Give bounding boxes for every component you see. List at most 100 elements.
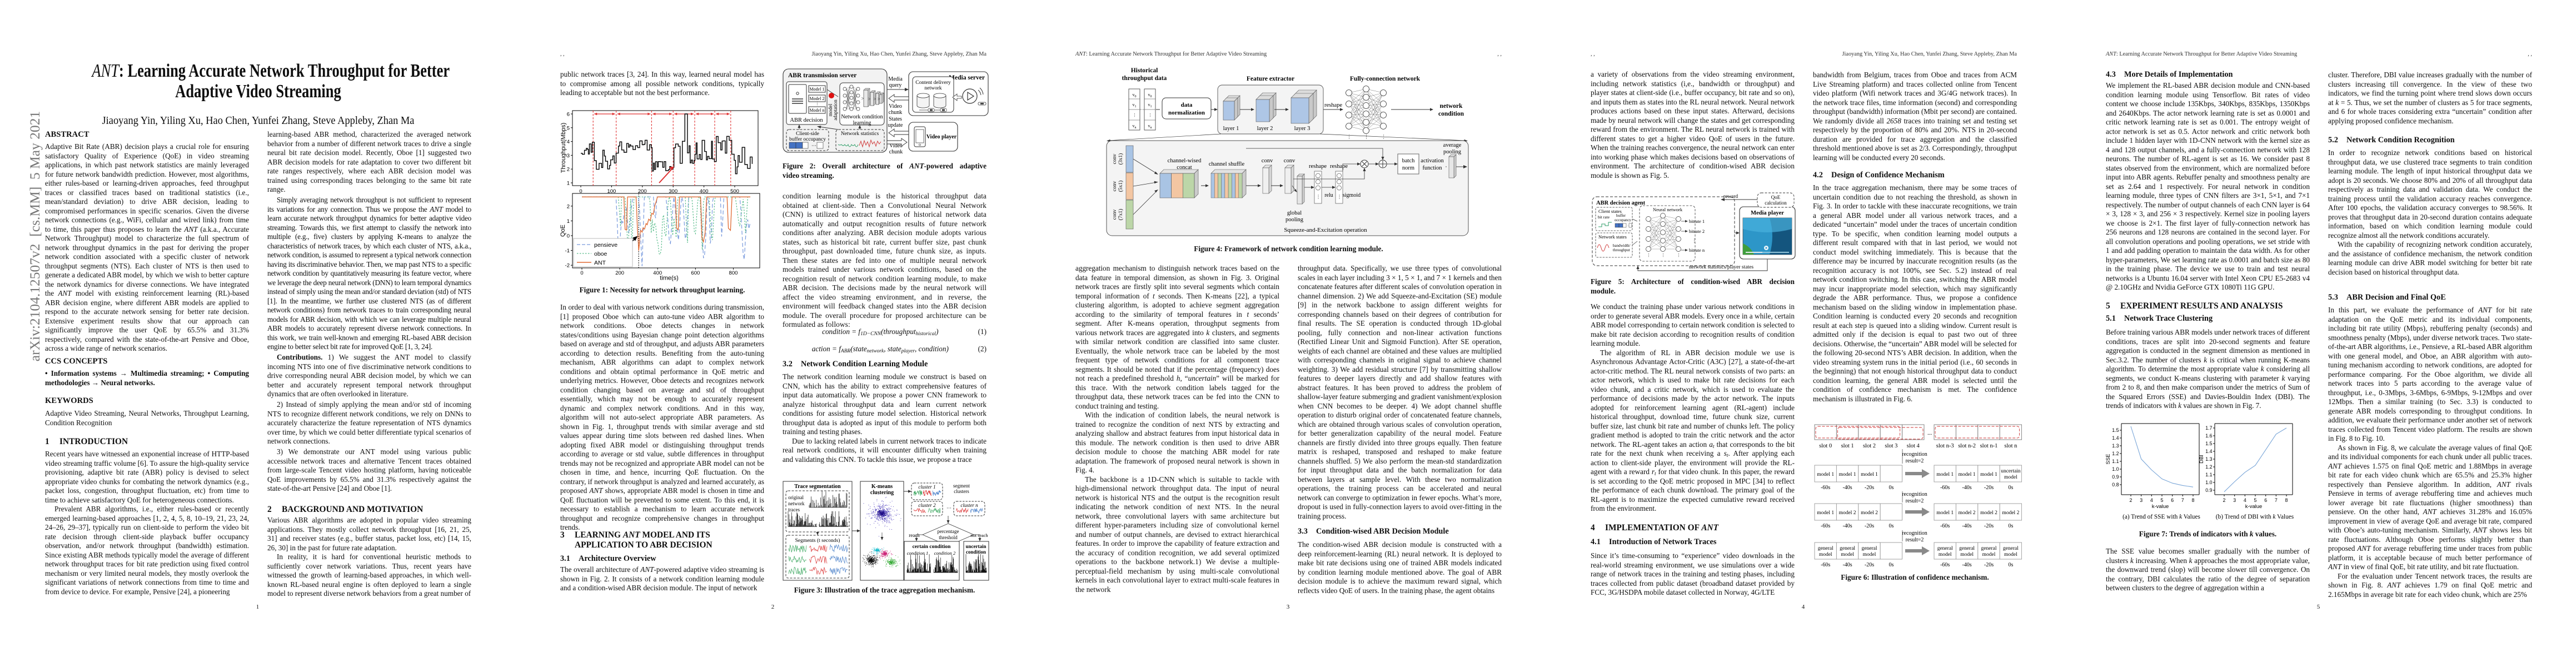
- svg-text:model: model: [1982, 552, 1996, 558]
- svg-text:recognition: recognition: [1902, 530, 1927, 536]
- svg-text:Media server: Media server: [949, 74, 985, 81]
- svg-text:-60s: -60s: [1940, 523, 1950, 529]
- svg-text:1: 1: [567, 218, 570, 225]
- svg-text:SSE: SSE: [2106, 454, 2111, 464]
- svg-text:2: 2: [567, 203, 570, 210]
- svg-text:clusters: clusters: [954, 489, 969, 494]
- svg-text:model: model: [1960, 552, 1974, 558]
- svg-text:…: …: [1677, 253, 1682, 257]
- svg-text:condition: condition: [966, 549, 986, 555]
- svg-text:400: 400: [700, 188, 709, 195]
- svg-text:Content delivery: Content delivery: [915, 80, 951, 86]
- svg-text:reshape: reshape: [1309, 163, 1327, 170]
- svg-text:-20s: -20s: [1984, 485, 1994, 491]
- svg-text:adaptation: adaptation: [833, 99, 838, 121]
- svg-text:general: general: [1818, 546, 1833, 551]
- svg-text:Segments (t seconds): Segments (t seconds): [795, 537, 840, 544]
- svg-text:clustering: clustering: [870, 490, 894, 496]
- svg-text:3: 3: [567, 153, 570, 159]
- svg-text:model 2: model 2: [1861, 510, 1878, 516]
- svg-text:network: network: [924, 86, 941, 91]
- svg-text:Squeeze-and-Excitation operati: Squeeze-and-Excitation operation: [1284, 227, 1367, 233]
- svg-text:reshape: reshape: [1330, 163, 1348, 170]
- svg-text:600: 600: [691, 270, 700, 276]
- svg-text:channel-wised: channel-wised: [1168, 158, 1202, 164]
- svg-text:…: …: [816, 101, 821, 106]
- svg-text:general: general: [1959, 546, 1975, 551]
- svg-text:··: ··: [1627, 225, 1630, 228]
- svg-text:network: network: [788, 501, 805, 506]
- svg-text:-60s: -60s: [1940, 562, 1950, 568]
- svg-text:percentage: percentage: [938, 529, 959, 534]
- svg-text:-60s: -60s: [1821, 485, 1830, 491]
- svg-text:-20s: -20s: [1865, 485, 1874, 491]
- svg-text:conv: conv: [1262, 158, 1273, 164]
- svg-text:slot n-1: slot n-1: [1980, 443, 1998, 449]
- svg-text:model: model: [828, 103, 833, 116]
- svg-text:oboe: oboe: [594, 251, 607, 257]
- svg-text:ANT: ANT: [594, 260, 606, 266]
- svg-text:pensieve: pensieve: [594, 242, 617, 248]
- svg-text:-1: -1: [565, 248, 570, 254]
- svg-text:6: 6: [2171, 497, 2174, 503]
- svg-text:vn: vn: [1148, 123, 1152, 130]
- svg-text:calculation: calculation: [1765, 200, 1787, 206]
- svg-text:uncertain: uncertain: [2001, 469, 2021, 474]
- svg-text:···: ···: [1140, 107, 1144, 112]
- svg-text:…: …: [1693, 238, 1698, 243]
- svg-text:v1: v1: [1148, 102, 1152, 108]
- svg-text:1.5: 1.5: [2112, 427, 2119, 433]
- svg-text:(a) Trend of SSE with k Value: (a) Trend of SSE with k Values: [2122, 514, 2200, 520]
- svg-text:layer 3: layer 3: [1294, 126, 1311, 132]
- svg-text:200: 200: [615, 270, 624, 276]
- svg-text:Fully-connection network: Fully-connection network: [1350, 76, 1421, 82]
- svg-text:reshape: reshape: [1324, 102, 1342, 108]
- svg-text:model: model: [2004, 475, 2017, 480]
- svg-text:200: 200: [638, 188, 647, 195]
- svg-text:0s: 0s: [2008, 523, 2013, 529]
- svg-text:...: ...: [1927, 430, 1932, 436]
- svg-text:cluster 1: cluster 1: [918, 484, 935, 490]
- svg-text:model 1: model 1: [1817, 472, 1834, 477]
- svg-text:query: query: [889, 82, 902, 88]
- svg-text:model 1: model 1: [1936, 472, 1954, 477]
- svg-text:slot 2: slot 2: [1863, 443, 1876, 449]
- svg-text:k-value: k-value: [2152, 504, 2169, 510]
- svg-text:slot n: slot n: [2004, 443, 2017, 449]
- svg-text:activation: activation: [1421, 158, 1444, 164]
- svg-text:recognition: recognition: [1902, 451, 1927, 457]
- svg-text:-40s: -40s: [1962, 485, 1971, 491]
- svg-text:not reach: not reach: [970, 532, 988, 538]
- svg-text:cluster 2: cluster 2: [918, 502, 936, 508]
- svg-text:conv: conv: [1112, 210, 1118, 220]
- svg-text:channel shuffle: channel shuffle: [1209, 161, 1245, 167]
- svg-text:1.5: 1.5: [2205, 441, 2212, 446]
- svg-text:bitrate 2: bitrate 2: [1689, 228, 1705, 234]
- svg-text:chunk: chunk: [889, 109, 902, 116]
- svg-text:···: ···: [811, 143, 816, 148]
- svg-text:K-means: K-means: [871, 484, 893, 490]
- svg-text:5: 5: [567, 125, 570, 131]
- svg-text:reward: reward: [1723, 194, 1738, 200]
- svg-text:reach: reach: [909, 532, 920, 538]
- svg-text:4: 4: [567, 139, 570, 145]
- svg-text:slot 0: slot 0: [1819, 443, 1832, 449]
- svg-text:300: 300: [669, 188, 677, 195]
- svg-text:bitrate 1: bitrate 1: [1689, 218, 1705, 224]
- svg-text:-20s: -20s: [1865, 562, 1874, 568]
- svg-text:5: 5: [2254, 497, 2257, 503]
- svg-text:general: general: [1862, 546, 1877, 551]
- svg-text:model 1: model 1: [1936, 510, 1954, 516]
- svg-text:7: 7: [2181, 497, 2184, 503]
- svg-text:network statistics/player stat: network statistics/player states: [1689, 265, 1753, 270]
- svg-text:Media: Media: [888, 76, 903, 82]
- svg-text:vn: vn: [1133, 123, 1137, 130]
- svg-text:general: general: [1981, 546, 1997, 551]
- svg-text:model 2: model 2: [2002, 510, 2019, 516]
- svg-text:Model n: Model n: [810, 108, 825, 113]
- svg-text:-20s: -20s: [1984, 562, 1994, 568]
- svg-text:QoE: QoE: [560, 225, 566, 237]
- svg-text:-40s: -40s: [1962, 562, 1971, 568]
- svg-text:800: 800: [729, 270, 738, 276]
- svg-text:3: 3: [2140, 497, 2142, 503]
